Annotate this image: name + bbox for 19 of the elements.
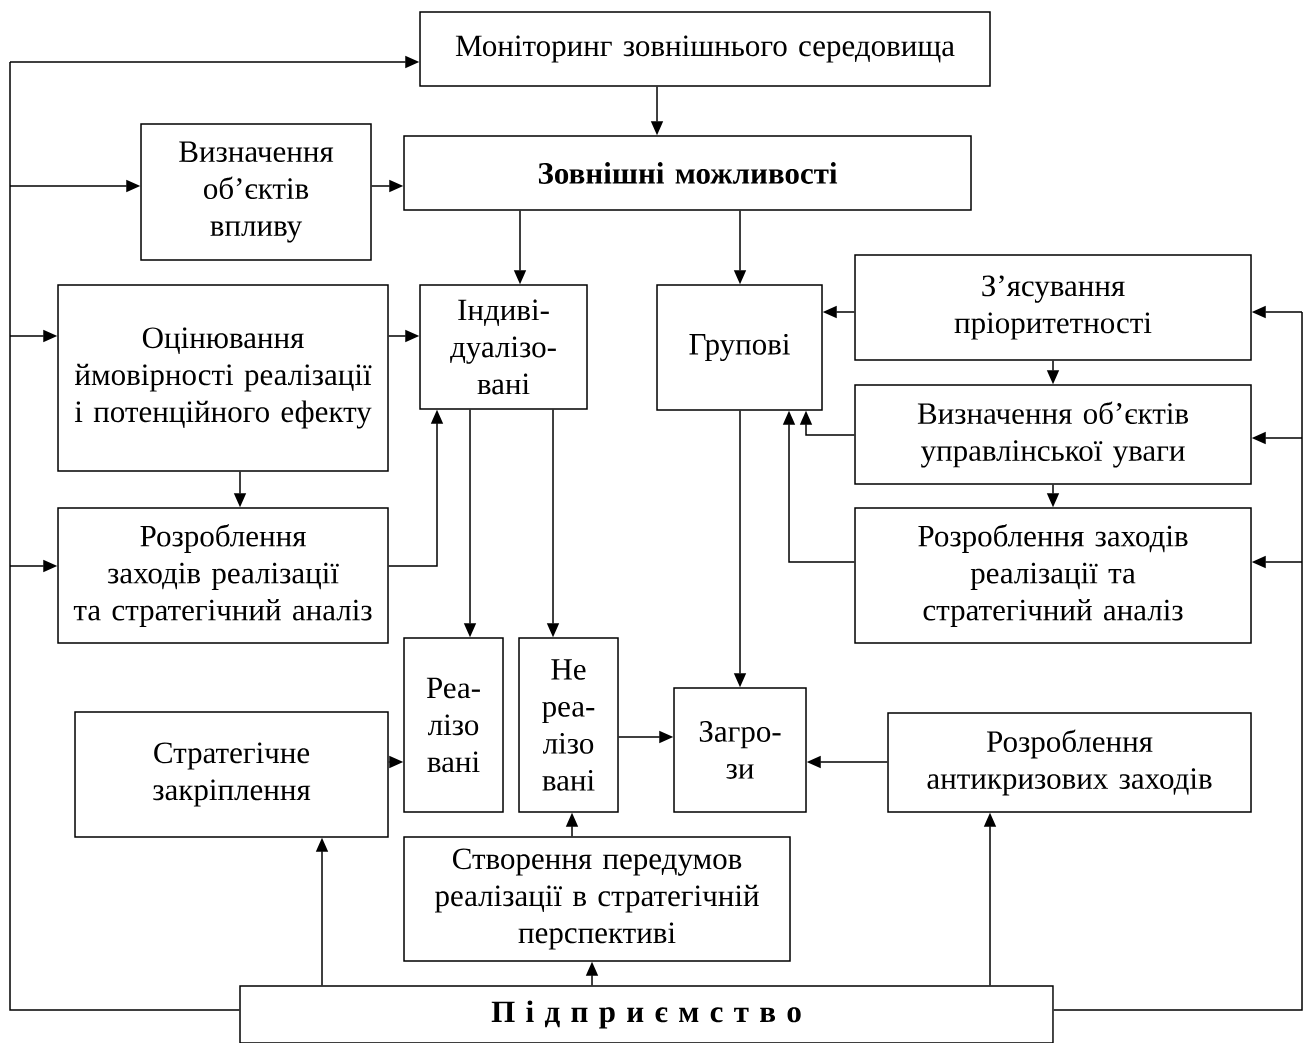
process-box: Не реа- лізо вані	[518, 637, 619, 813]
process-box: Стратегічне закріплення	[74, 711, 389, 838]
process-box: Зовнішні можливості	[403, 135, 972, 211]
process-box: Оцінювання ймовірності реалізації і потенційного ефекту	[57, 284, 389, 472]
process-box: Індиві- дуалізо- вані	[419, 284, 588, 410]
process-box: Загро- зи	[673, 687, 807, 813]
process-box: Групові	[656, 284, 823, 411]
process-box: Створення передумов реалізації в стратегічній перспективі	[403, 836, 791, 962]
process-box: Моніторинг зовнішнього середовища	[419, 11, 991, 87]
connector-line	[9, 61, 240, 1011]
connector-line	[1053, 311, 1303, 1011]
process-box: Розроблення антикризових заходів	[887, 712, 1252, 813]
process-box: Розроблення заходів реалізації та стратегічний аналіз	[854, 507, 1252, 644]
process-box: П і д п р и є м с т в о	[239, 985, 1054, 1043]
process-box: З’ясування пріоритетності	[854, 254, 1252, 361]
process-box: Розроблення заходів реалізації та стратегічний аналіз	[57, 507, 389, 644]
process-box: Реа- лізо вані	[403, 637, 504, 813]
process-box: Визначення об’єктів впливу	[140, 123, 372, 261]
process-box: Визначення об’єктів управлінської уваги	[854, 384, 1252, 485]
